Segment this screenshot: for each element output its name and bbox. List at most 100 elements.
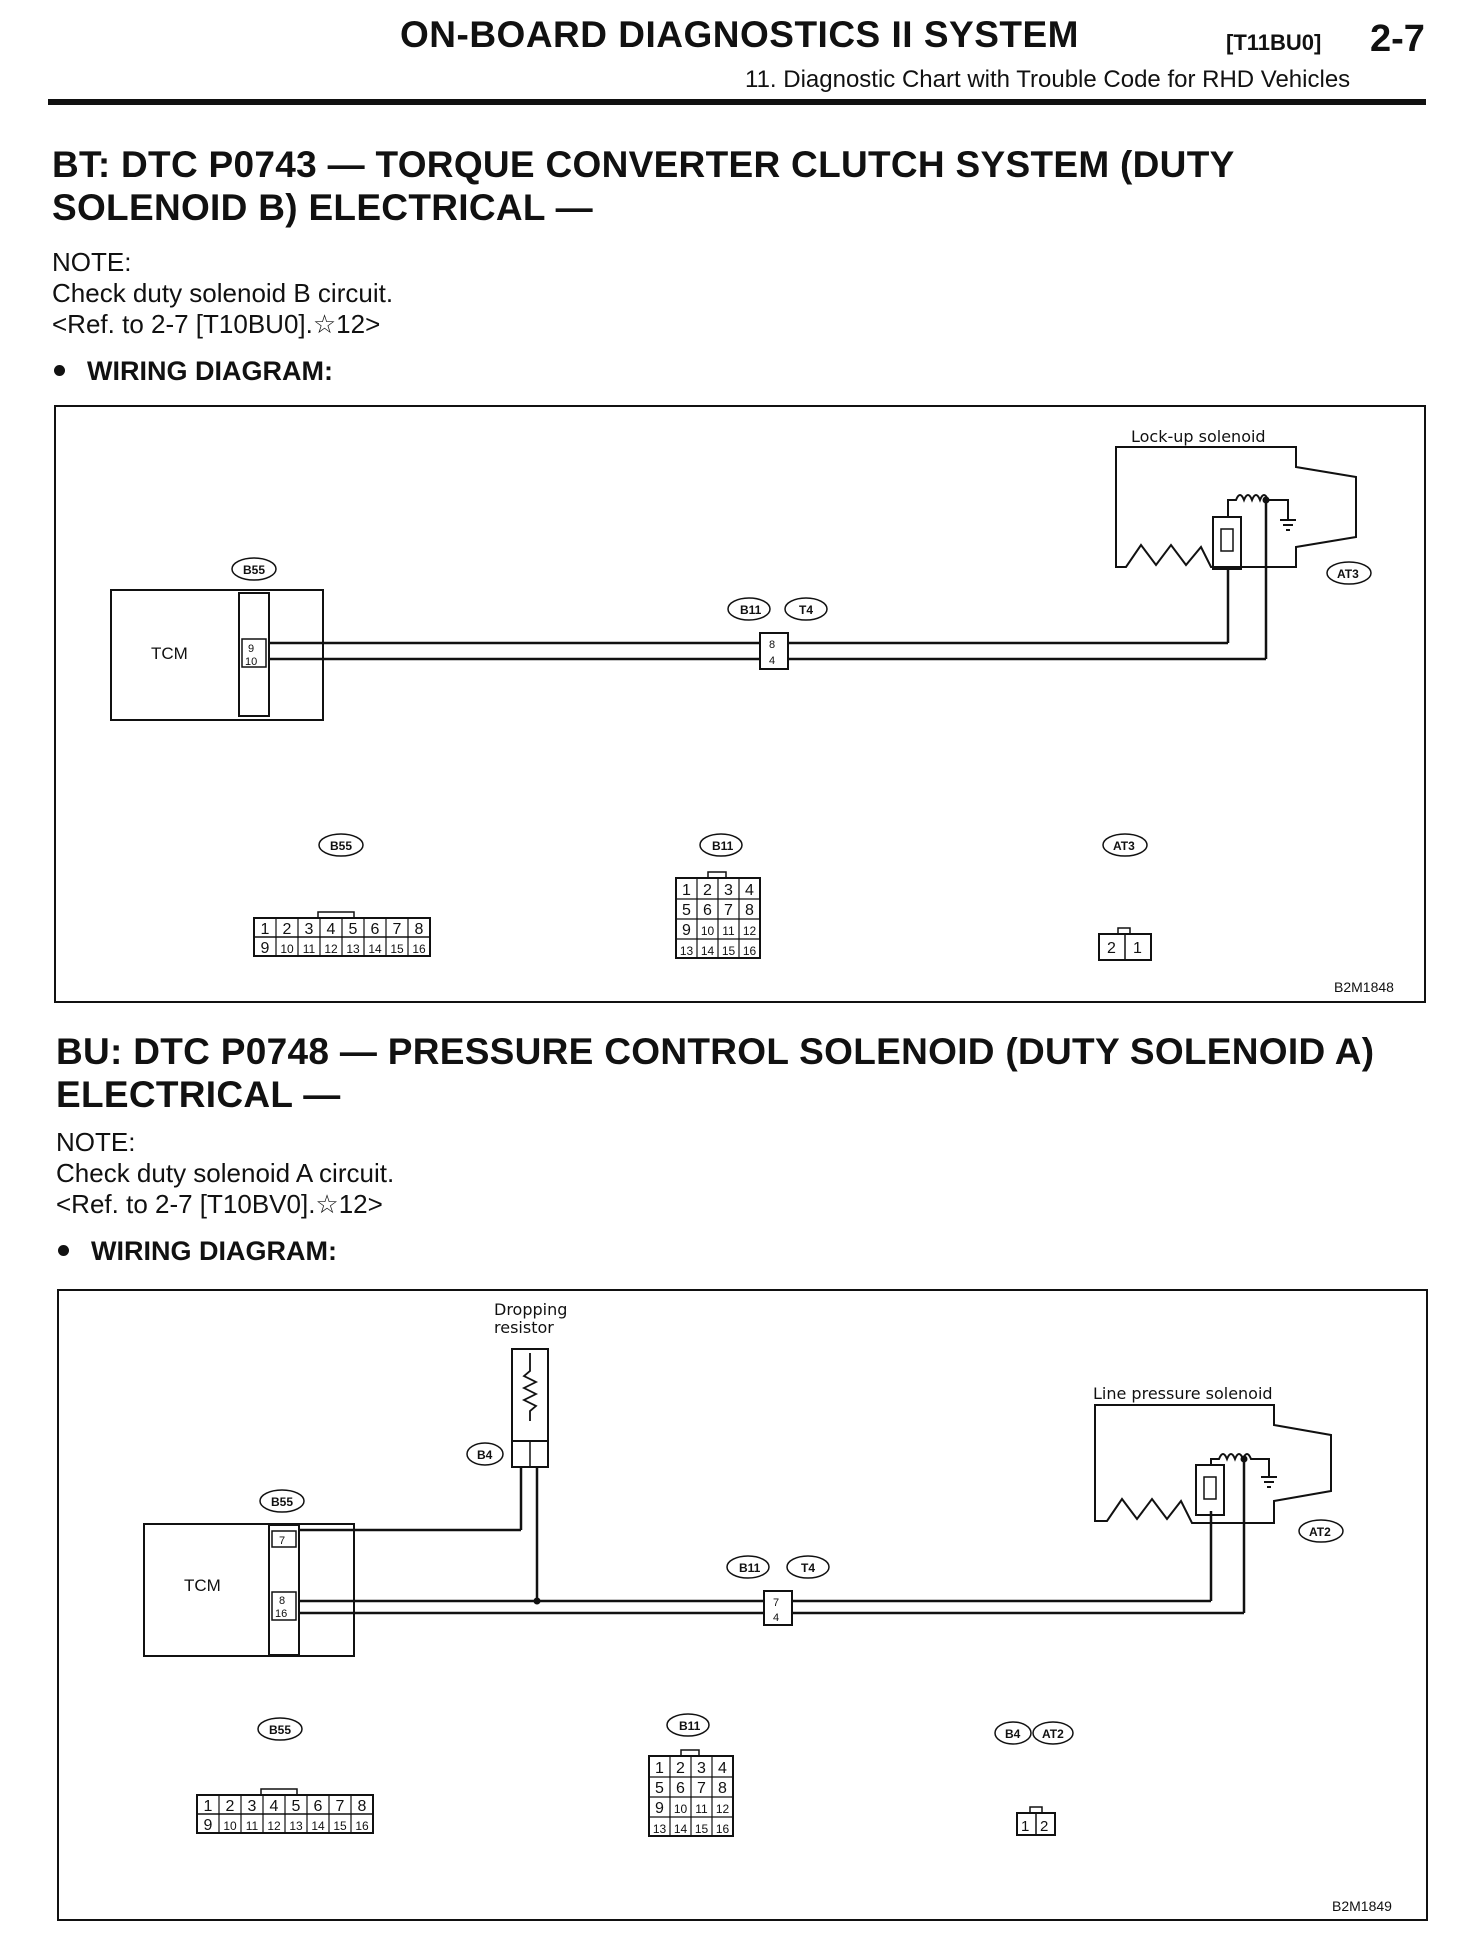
connector-tag-b11 — [727, 597, 771, 621]
section-bt-title-line1: BT: DTC P0743 — TORQUE CONVERTER CLUTCH … — [52, 144, 1235, 185]
face-tag-b55-label: B55 — [269, 1723, 291, 1737]
connector-pin-number: 2 — [676, 1760, 685, 1777]
connector-pin-number: 5 — [682, 902, 691, 919]
connector-pin-number: 11 — [722, 924, 735, 938]
component-label: Lock-up solenoid — [1131, 427, 1266, 446]
mid-connector — [763, 1590, 793, 1626]
solenoid-coil-icon — [1210, 1453, 1270, 1477]
tcm-pin-7: 7 — [279, 1535, 285, 1547]
connector-pin-number: 5 — [292, 1798, 301, 1815]
header-subtitle: 11. Diagnostic Chart with Trouble Code f… — [745, 66, 1351, 93]
connector-pin-number: 7 — [336, 1798, 345, 1815]
bullet-icon — [58, 1245, 69, 1257]
svg-text:2: 2 — [1107, 940, 1116, 957]
connector-pin-number: 2 — [226, 1798, 235, 1815]
bullet-label: WIRING DIAGRAM: — [87, 356, 333, 386]
mid-pin-4: 4 — [773, 1612, 779, 1624]
connector-pin-number: 1 — [204, 1798, 213, 1815]
face-tag-b11 — [699, 833, 743, 857]
face-tag-at3 — [1102, 833, 1148, 857]
connector-pin-number: 9 — [261, 940, 270, 957]
connector-pin-number: 9 — [655, 1800, 664, 1817]
connector-tag-b4-label: B4 — [477, 1448, 493, 1462]
section-bu-note: NOTE: Check duty solenoid A circuit. <Re… — [56, 1127, 394, 1220]
tcm-box — [110, 589, 324, 721]
connector-tag-b55-label: B55 — [243, 563, 265, 577]
connector-pin-number: 2 — [703, 882, 712, 899]
connector-pin-number: 10 — [223, 1819, 237, 1833]
header-rule — [48, 99, 1426, 105]
connector-pin-number: 10 — [280, 942, 294, 956]
connector-pin-number: 16 — [716, 1822, 730, 1836]
section-bt-bullet: WIRING DIAGRAM: — [54, 356, 333, 387]
section-bu-title-line1: BU: DTC P0748 — PRESSURE CONTROL SOLENOI… — [56, 1031, 1375, 1072]
tcm-label: TCM — [151, 644, 188, 663]
connector-tag-b4 — [466, 1442, 504, 1466]
face-tag-b4 — [994, 1721, 1032, 1745]
connector-pin-number: 2 — [283, 921, 292, 938]
page-title: ON-BOARD DIAGNOSTICS II SYSTEM — [400, 14, 1079, 55]
connector-pin-number: 16 — [743, 944, 757, 958]
connector-pin-number: 15 — [333, 1819, 347, 1833]
line-pressure-solenoid-connector — [1195, 1464, 1225, 1516]
note-text: Check duty solenoid A circuit. — [56, 1158, 395, 1188]
tcm-connector — [238, 592, 270, 717]
connector-pin-number: 11 — [695, 1802, 708, 1816]
connector-tag-b55-label: B55 — [271, 1495, 293, 1509]
connector-pin-number: 9 — [682, 922, 691, 939]
connector-pin-number: 12 — [716, 1802, 730, 1816]
face-at3: 2 1 — [1098, 927, 1152, 961]
connector-pin-number: 1 — [261, 921, 270, 938]
face-tag-b11-label: B11 — [679, 1719, 701, 1733]
mid-pin-8: 8 — [769, 639, 775, 651]
connector-pin-number: 15 — [722, 944, 736, 958]
note-label: NOTE: — [52, 247, 132, 277]
connector-pin-number: 10 — [701, 924, 715, 938]
header-code: [T11BU0] — [1226, 30, 1322, 55]
connector-tag-b11 — [726, 1555, 770, 1579]
connector-pin-number: 6 — [703, 902, 712, 919]
face-tag-b4-label: B4 — [1005, 1727, 1021, 1741]
tcm-label: TCM — [184, 1576, 221, 1595]
connector-pin-number: 3 — [697, 1760, 706, 1777]
tcm-connector — [268, 1524, 300, 1656]
mid-pin-7: 7 — [773, 1597, 779, 1609]
connector-tag-b55 — [231, 557, 277, 581]
connector-pin-number: 3 — [248, 1798, 257, 1815]
connector-pin-number: 1 — [682, 882, 691, 899]
connector-pin-number: 5 — [349, 921, 358, 938]
connector-tag-at3 — [1326, 561, 1372, 585]
resistor-icon — [521, 1353, 539, 1421]
section-bt-title-line2: SOLENOID B) ELECTRICAL — — [52, 187, 593, 228]
junction-dot — [1240, 1455, 1248, 1463]
face-tag-b55-label: B55 — [330, 839, 352, 853]
svg-text:2: 2 — [1040, 1818, 1048, 1835]
section-bu-title-line2: ELECTRICAL — — [56, 1074, 341, 1115]
connector-pin-number: 6 — [371, 921, 380, 938]
face-tag-at3-label: AT3 — [1113, 839, 1135, 853]
connector-pin-number: 8 — [415, 921, 424, 938]
tcm-pin-10: 10 — [245, 656, 257, 668]
tcm-pin-block — [241, 638, 267, 668]
face-tag-b55 — [257, 1717, 303, 1741]
connector-pin-number: 8 — [718, 1780, 727, 1797]
note-ref: <Ref. to 2-7 [T10BV0].☆12> — [56, 1189, 383, 1219]
connector-pin-number: 7 — [724, 902, 733, 919]
note-label: NOTE: — [56, 1127, 136, 1157]
section-bt-note: NOTE: Check duty solenoid B circuit. <Re… — [52, 247, 393, 340]
mid-pin-4: 4 — [769, 655, 775, 667]
connector-pin-number: 4 — [270, 1798, 279, 1815]
resistor-label-2: resistor — [494, 1318, 554, 1337]
connector-pin-number: 7 — [393, 921, 402, 938]
connector-pin-number: 12 — [324, 942, 338, 956]
connector-pin-number: 15 — [695, 1822, 709, 1836]
connector-pin-number: 16 — [412, 942, 426, 956]
connector-pin-number: 10 — [674, 1802, 688, 1816]
face-b4: 1 2 — [1016, 1806, 1056, 1836]
component-label: Line pressure solenoid — [1093, 1384, 1273, 1403]
connector-pin-number: 6 — [676, 1780, 685, 1797]
connector-pin-number: 13 — [680, 944, 694, 958]
connector-pin-number: 3 — [305, 921, 314, 938]
